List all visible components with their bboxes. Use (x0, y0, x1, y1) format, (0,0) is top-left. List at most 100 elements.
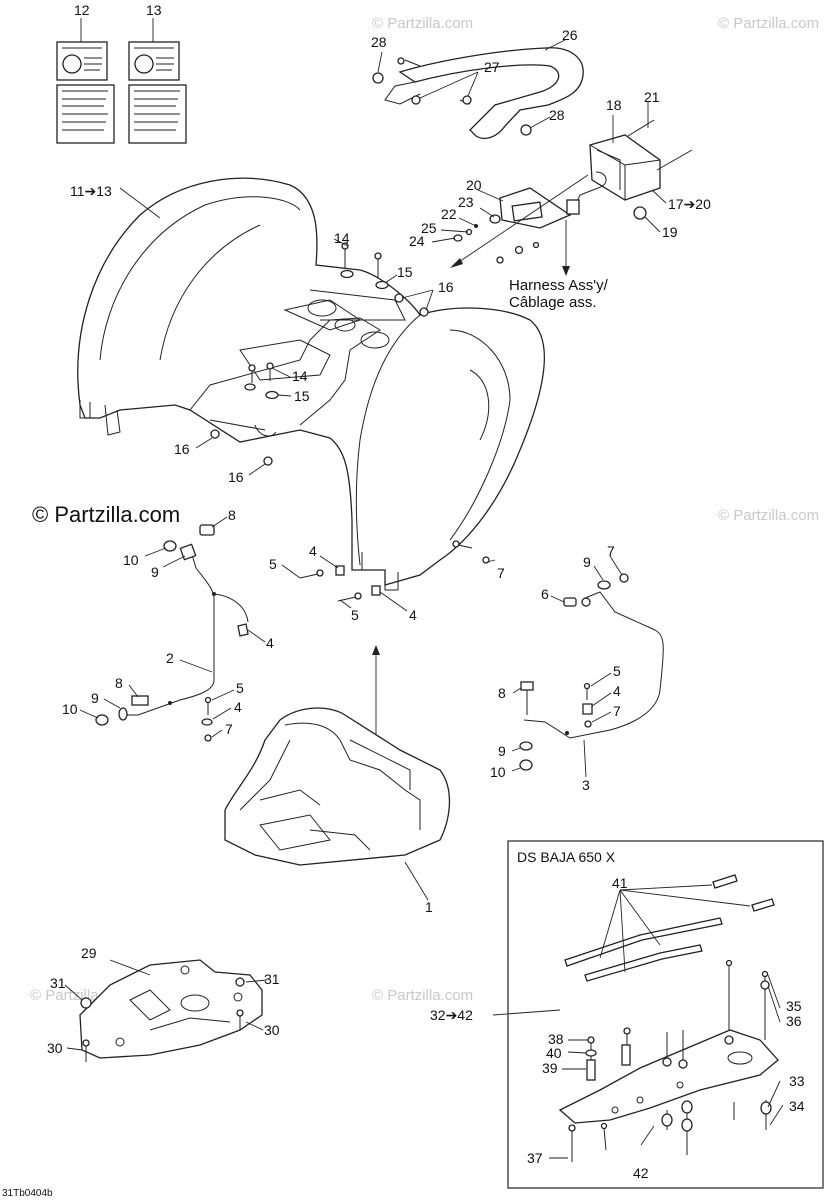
label-7d: 7 (613, 703, 621, 719)
warning-label-icon (62, 54, 82, 74)
label-16a: 16 (438, 279, 454, 295)
direction-arrows (372, 174, 589, 735)
label-4e: 4 (613, 683, 621, 699)
bolt-27-icon (462, 95, 472, 105)
label-9a: 9 (151, 564, 159, 580)
label-38: 38 (548, 1031, 564, 1047)
watermark-main: © Partzilla.com (32, 502, 180, 527)
label-15b: 15 (294, 388, 310, 404)
label-5a: 5 (269, 556, 277, 572)
label-14b: 14 (292, 368, 308, 384)
label-40: 40 (546, 1045, 562, 1061)
inset-frame (507, 840, 824, 1189)
washer-icon (397, 57, 405, 65)
part-labels: 12 13 26 28 27 28 18 21 17➔20 19 20 23 2… (2, 2, 805, 1199)
handle-bolts (372, 57, 532, 136)
label-30a: 30 (264, 1022, 280, 1038)
skid-plate-29 (79, 959, 263, 1062)
label-9d: 9 (498, 743, 506, 759)
label-35: 35 (786, 998, 802, 1014)
label-17-20: 17➔20 (668, 196, 711, 212)
label-6: 6 (541, 586, 549, 602)
label-25: 25 (421, 220, 437, 236)
label-39: 39 (542, 1060, 558, 1076)
watermark-4: © Partzilla.com (718, 507, 819, 524)
label-28b: 28 (549, 107, 565, 123)
label-27: 27 (484, 59, 500, 75)
bulb-19-icon (633, 206, 647, 220)
leader-lines (64, 39, 784, 1159)
label-36: 36 (786, 1013, 802, 1029)
label-10b: 10 (62, 701, 78, 717)
label-1: 1 (425, 899, 433, 915)
support-rod-2 (95, 524, 249, 742)
bolt-27-icon (411, 95, 421, 105)
label-26: 26 (562, 27, 578, 43)
taillight-assembly (499, 119, 693, 229)
label-8a: 8 (228, 507, 236, 523)
warning-labels-group (56, 18, 187, 144)
label-41: 41 (612, 875, 628, 891)
label-4c: 4 (266, 635, 274, 651)
label-10c: 10 (490, 764, 506, 780)
label-16b: 16 (174, 441, 190, 457)
label-5b: 5 (351, 607, 359, 623)
support-rod-3 (519, 573, 664, 771)
label-4a: 4 (309, 543, 317, 559)
label-14a: 14 (334, 230, 350, 246)
label-23: 23 (458, 194, 474, 210)
label-10a: 10 (123, 552, 139, 568)
label-24: 24 (409, 233, 425, 249)
label-32-42: 32➔42 (430, 1007, 473, 1023)
watermark-1: © Partzilla.com (372, 15, 473, 32)
label-7b: 7 (497, 565, 505, 581)
label-15a: 15 (397, 264, 413, 280)
nut-28-icon (520, 124, 532, 136)
label-2: 2 (166, 650, 174, 666)
nut-28-icon (372, 72, 384, 84)
label-4b: 4 (409, 607, 417, 623)
label-42: 42 (633, 1165, 649, 1181)
label-33: 33 (789, 1073, 805, 1089)
label-9b: 9 (91, 690, 99, 706)
label-37: 37 (527, 1150, 543, 1166)
label-13: 13 (146, 2, 162, 18)
label-8b: 8 (115, 675, 123, 691)
label-12: 12 (74, 2, 90, 18)
label-11-13: 11➔13 (70, 183, 112, 199)
taillight-hardware (453, 214, 540, 264)
label-18: 18 (606, 97, 622, 113)
label-4d: 4 (234, 699, 242, 715)
inset-title: DS BAJA 650 X (517, 849, 616, 865)
label-31b: 31 (264, 971, 280, 987)
label-22: 22 (441, 206, 457, 222)
label-3: 3 (582, 777, 590, 793)
label-16c: 16 (228, 469, 244, 485)
ds-baja-650x-inset: DS BAJA 650 X (507, 840, 824, 1189)
label-5c: 5 (236, 680, 244, 696)
label-31a: 31 (50, 975, 66, 991)
label-29: 29 (81, 945, 97, 961)
label-5d: 5 (613, 663, 621, 679)
label-19: 19 (662, 224, 678, 240)
watermark-6: © Partzilla.com (372, 987, 473, 1004)
rear-fender (77, 177, 546, 591)
label-7a: 7 (225, 721, 233, 737)
harness-note-line-2: Câblage ass. (509, 294, 597, 311)
label-20: 20 (466, 177, 482, 193)
label-34: 34 (789, 1098, 805, 1114)
rear-mudguard (224, 707, 451, 866)
fender-bottom-fasteners (299, 540, 490, 602)
label-7c: 7 (607, 543, 615, 559)
warning-label-icon (134, 54, 154, 74)
watermark-2: © Partzilla.com (718, 15, 819, 32)
label-30b: 30 (47, 1040, 63, 1056)
label-21: 21 (644, 89, 660, 105)
drawing-code: 31Tb0404b (2, 1188, 53, 1199)
harness-note-line-1: Harness Ass'y/ (509, 277, 609, 294)
label-8c: 8 (498, 685, 506, 701)
label-28a: 28 (371, 34, 387, 50)
label-9c: 9 (583, 554, 591, 570)
